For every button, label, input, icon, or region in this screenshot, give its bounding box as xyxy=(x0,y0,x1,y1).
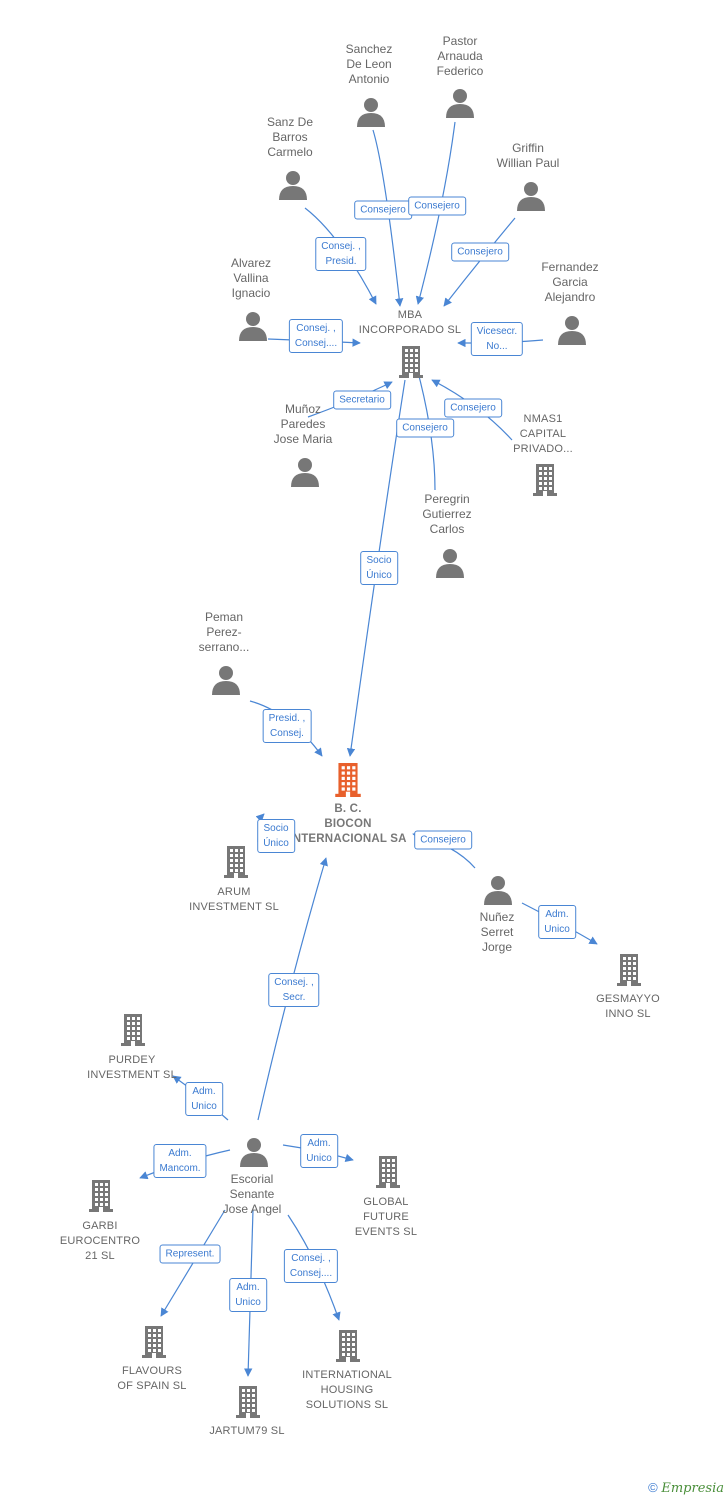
node-label-peregrin[interactable]: Peregrin Gutierrez Carlos xyxy=(422,492,472,536)
node-label-escorial[interactable]: Escorial Senante Jose Angel xyxy=(222,1172,282,1216)
edge-label-mba-to-biocon[interactable]: Socio Único xyxy=(360,551,398,585)
building-icon-purdey[interactable] xyxy=(121,1014,145,1051)
building-icon-mba[interactable] xyxy=(399,346,423,383)
person-icon-peregrin[interactable] xyxy=(436,548,464,583)
node-label-sanchez[interactable]: Sanchez De Leon Antonio xyxy=(345,42,393,86)
edge-label-nmas1-to-mba[interactable]: Consejero xyxy=(444,398,502,418)
node-label-nmas1[interactable]: NMAS1 CAPITAL PRIVADO... xyxy=(513,413,573,455)
edge-label-peman-to-biocon[interactable]: Presid. , Consej. xyxy=(262,709,312,743)
copyright-symbol: © xyxy=(648,1480,658,1495)
person-icon-fernandez[interactable] xyxy=(558,315,586,350)
node-label-alvarez[interactable]: Alvarez Vallina Ignacio xyxy=(230,256,271,300)
footer-brand: © Empresia xyxy=(648,1480,724,1496)
building-icon-global[interactable] xyxy=(376,1156,400,1193)
edge-label-sanz-to-mba[interactable]: Consej. , Presid. xyxy=(315,237,367,271)
node-label-global[interactable]: GLOBAL FUTURE EVENTS SL xyxy=(354,1196,418,1238)
node-label-arum[interactable]: ARUM INVESTMENT SL xyxy=(189,886,279,913)
node-label-gesmayyo[interactable]: GESMAYYO INNO SL xyxy=(596,993,660,1020)
person-icon-peman[interactable] xyxy=(212,665,240,700)
building-icon-gesmayyo[interactable] xyxy=(617,954,641,991)
node-label-mba[interactable]: MBA INCORPORADO SL xyxy=(358,309,462,336)
empresia-logo[interactable]: Empresia xyxy=(661,1481,724,1496)
edge-label-escorial-to-biocon[interactable]: Consej. , Secr. xyxy=(268,973,320,1007)
edge-label-nunez-to-biocon[interactable]: Consejero xyxy=(414,830,472,850)
person-icon-griffin[interactable] xyxy=(517,181,545,216)
edge-label-pastor-to-mba[interactable]: Consejero xyxy=(408,196,466,216)
edge-label-peregrin-to-mba[interactable]: Consejero xyxy=(396,418,454,438)
node-label-fernandez[interactable]: Fernandez Garcia Alejandro xyxy=(541,260,599,304)
node-label-international[interactable]: INTERNATIONAL HOUSING SOLUTIONS SL xyxy=(302,1369,392,1411)
node-label-purdey[interactable]: PURDEY INVESTMENT SL xyxy=(87,1054,177,1081)
person-icon-sanchez[interactable] xyxy=(357,97,385,132)
edge-label-escorial-to-purdey[interactable]: Adm. Unico xyxy=(185,1082,223,1116)
person-icon-nunez[interactable] xyxy=(484,875,512,910)
building-icon-arum[interactable] xyxy=(224,846,248,883)
edge-label-escorial-to-garbi[interactable]: Adm. Mancom. xyxy=(153,1144,207,1178)
person-icon-alvarez[interactable] xyxy=(239,311,267,346)
edge-label-escorial-to-international[interactable]: Consej. , Consej.... xyxy=(283,1249,339,1283)
node-label-munoz[interactable]: Muñoz Paredes Jose Maria xyxy=(273,402,333,446)
building-icon-garbi[interactable] xyxy=(89,1180,113,1217)
edge-label-munoz-to-mba[interactable]: Secretario xyxy=(333,390,391,410)
edge-label-fernandez-to-mba[interactable]: Vicesecr. No... xyxy=(470,322,524,356)
person-icon-pastor[interactable] xyxy=(446,88,474,123)
edge-label-escorial-to-global[interactable]: Adm. Unico xyxy=(300,1134,338,1168)
node-label-garbi[interactable]: GARBI EUROCENTRO 21 SL xyxy=(59,1220,141,1262)
person-icon-escorial[interactable] xyxy=(240,1137,268,1172)
edge-label-escorial-to-flavours[interactable]: Represent. xyxy=(159,1244,221,1264)
node-label-peman[interactable]: Peman Perez- serrano... xyxy=(198,610,250,654)
node-label-pastor[interactable]: Pastor Arnauda Federico xyxy=(436,34,484,78)
node-label-nunez[interactable]: Nuñez Serret Jorge xyxy=(479,910,515,954)
building-icon-international[interactable] xyxy=(336,1330,360,1367)
edge-sanchez-to-mba xyxy=(372,129,404,307)
building-icon-nmas1[interactable] xyxy=(533,464,557,501)
node-label-jartum[interactable]: JARTUM79 SL xyxy=(209,1425,285,1437)
edge-label-nunez-to-gesmayyo[interactable]: Adm. Unico xyxy=(538,905,576,939)
edge-label-arum-to-biocon[interactable]: Socio Único xyxy=(257,819,295,853)
node-label-flavours[interactable]: FLAVOURS OF SPAIN SL xyxy=(117,1365,187,1392)
edge-label-alvarez-to-mba[interactable]: Consej. , Consej.... xyxy=(288,319,344,353)
edge-label-griffin-to-mba[interactable]: Consejero xyxy=(451,242,509,262)
building-icon-jartum[interactable] xyxy=(236,1386,260,1423)
node-label-sanz[interactable]: Sanz De Barros Carmelo xyxy=(266,115,314,159)
building-icon-biocon[interactable] xyxy=(335,763,361,802)
edge-label-escorial-to-jartum[interactable]: Adm. Unico xyxy=(229,1278,267,1312)
person-icon-sanz[interactable] xyxy=(279,170,307,205)
person-icon-munoz[interactable] xyxy=(291,457,319,492)
edge-label-sanchez-to-mba[interactable]: Consejero xyxy=(354,200,412,220)
node-label-biocon[interactable]: B. C. BIOCON INTERNACIONAL SA xyxy=(289,803,407,845)
building-icon-flavours[interactable] xyxy=(142,1326,166,1363)
node-label-griffin[interactable]: Griffin Willian Paul xyxy=(496,141,560,170)
